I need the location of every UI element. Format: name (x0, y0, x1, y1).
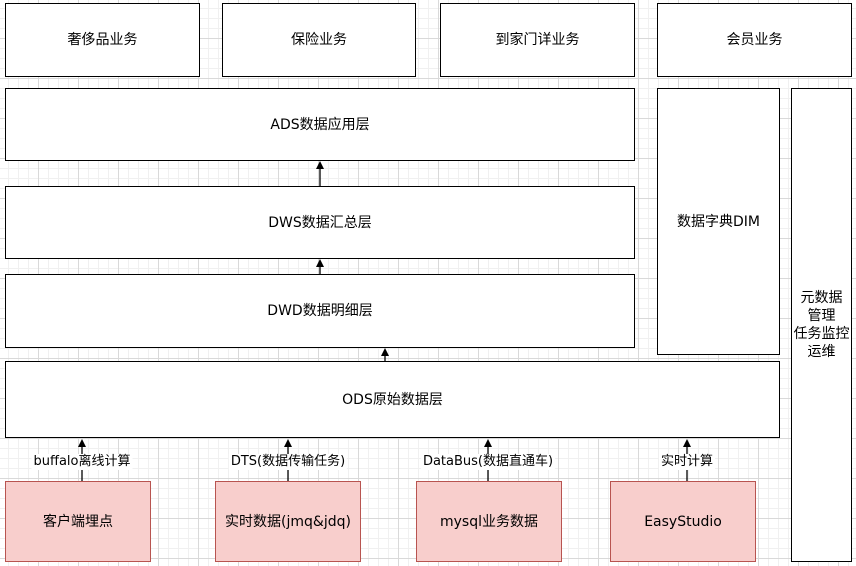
ods-layer-box[interactable]: ODS原始数据层 (5, 361, 780, 438)
ads-layer-label: ADS数据应用层 (270, 116, 370, 133)
dwd-layer-label: DWD数据明细层 (267, 303, 373, 319)
business-member-label: 会员业务 (726, 32, 783, 48)
dim-dictionary-box[interactable]: 数据字典DIM (657, 88, 780, 355)
business-insurance-box[interactable]: 保险业务 (222, 3, 416, 77)
source-client-tracking-label: 客户端埋点 (43, 513, 113, 530)
dws-layer-label: DWS数据汇总层 (268, 214, 372, 231)
source-client-tracking-box[interactable]: 客户端埋点 (5, 481, 151, 562)
source-mysql-label: mysql业务数据 (440, 513, 538, 530)
business-home-service-label: 到家门详业务 (495, 32, 580, 48)
edge-label-databus: DataBus(数据直通车) (420, 454, 556, 470)
edge-label-buffalo: buffalo离线计算 (31, 454, 133, 470)
business-luxury-box[interactable]: 奢侈品业务 (5, 3, 200, 77)
metadata-ops-line-3: 任务监控 (793, 326, 850, 342)
dim-dictionary-label: 数据字典DIM (677, 213, 760, 230)
dws-layer-box[interactable]: DWS数据汇总层 (5, 186, 635, 259)
ods-layer-label: ODS原始数据层 (342, 391, 443, 408)
metadata-ops-line-4: 运维 (807, 344, 836, 360)
source-easystudio-box[interactable]: EasyStudio (610, 481, 756, 562)
metadata-ops-line-1: 元数据 (800, 290, 843, 306)
business-insurance-label: 保险业务 (291, 32, 347, 48)
source-realtime-box[interactable]: 实时数据(jmq&jdq) (215, 481, 361, 562)
source-easystudio-label: EasyStudio (644, 513, 722, 530)
source-mysql-box[interactable]: mysql业务数据 (416, 481, 562, 562)
business-home-service-box[interactable]: 到家门详业务 (440, 3, 635, 77)
edge-label-realtime-compute: 实时计算 (658, 454, 716, 470)
business-member-box[interactable]: 会员业务 (657, 3, 852, 77)
source-realtime-label: 实时数据(jmq&jdq) (225, 513, 351, 530)
edge-label-dts: DTS(数据传输任务) (228, 454, 348, 470)
business-luxury-label: 奢侈品业务 (67, 32, 138, 48)
ads-layer-box[interactable]: ADS数据应用层 (5, 88, 635, 161)
metadata-ops-line-2: 管理 (807, 308, 836, 324)
dwd-layer-box[interactable]: DWD数据明细层 (5, 274, 635, 348)
metadata-ops-box[interactable]: 元数据 管理 任务监控 运维 (791, 88, 852, 562)
